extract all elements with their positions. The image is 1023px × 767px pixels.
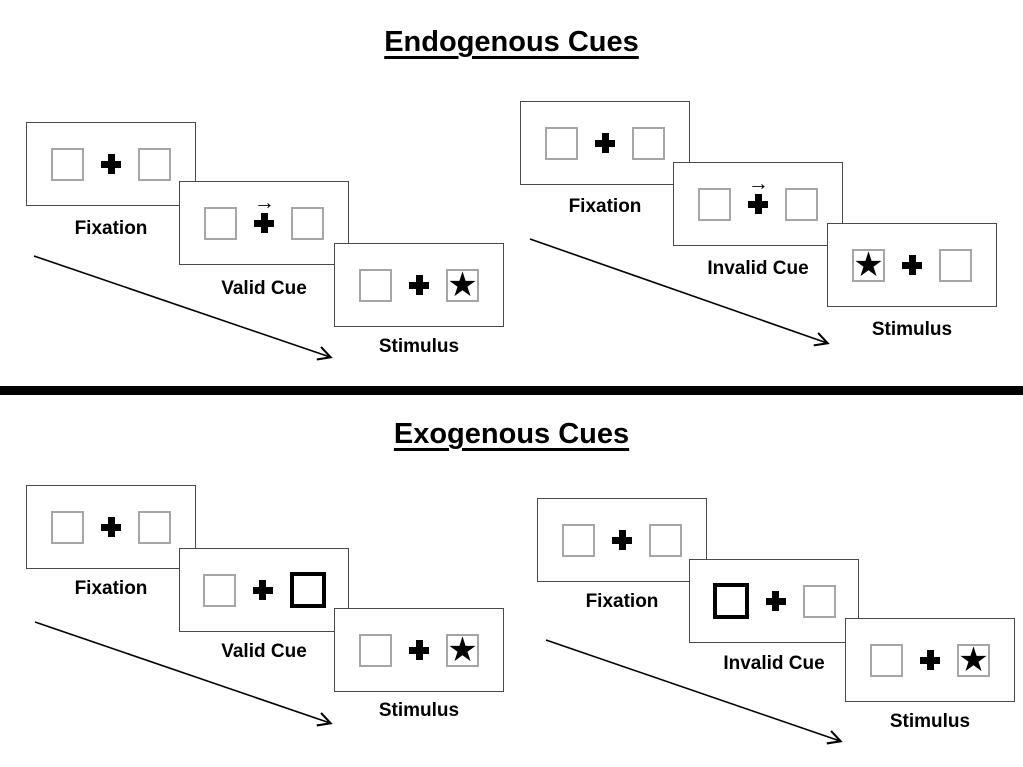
fixation-cross-wrap xyxy=(901,255,923,275)
left-placeholder-box xyxy=(359,633,392,667)
fixation-cross-wrap xyxy=(765,591,787,611)
fixation-cross-wrap xyxy=(919,650,941,670)
fixation-cross-icon xyxy=(595,133,615,153)
fixation-cross-icon xyxy=(254,213,274,233)
fixation-cross-wrap xyxy=(611,530,633,550)
screen-label-fixation: Fixation xyxy=(585,591,659,612)
right-placeholder-box: ★ xyxy=(957,640,990,679)
timeline-arrow-exogenous-valid xyxy=(34,621,333,727)
left-placeholder-box xyxy=(870,643,903,677)
screen-label-fixation: Fixation xyxy=(74,218,148,239)
exo-invalid-stimulus-screen: ★ xyxy=(845,618,1015,702)
endo-invalid-cue-screen: → xyxy=(673,162,843,246)
right-placeholder-box xyxy=(802,584,836,618)
right-placeholder-box xyxy=(291,206,324,240)
left-placeholder-box xyxy=(545,126,578,160)
screen-label-invalid-cue: Invalid Cue xyxy=(707,258,809,279)
right-placeholder-box xyxy=(939,248,972,282)
right-placeholder-box: ★ xyxy=(446,265,479,304)
section-divider xyxy=(0,386,1023,395)
fixation-cross-icon xyxy=(612,530,632,550)
endo-valid-cue-screen: → xyxy=(179,181,349,265)
screen-label-fixation: Fixation xyxy=(74,578,148,599)
timeline-arrow-endogenous-invalid xyxy=(529,238,830,347)
left-placeholder-box xyxy=(698,187,731,221)
star-icon: ★ xyxy=(853,245,884,284)
screen-label-stimulus: Stimulus xyxy=(889,711,971,732)
fixation-cross-wrap xyxy=(100,517,122,537)
exo-invalid-cue-screen xyxy=(689,559,859,643)
fixation-cross-icon xyxy=(409,640,429,660)
fixation-cross-wrap xyxy=(252,580,274,600)
endo-invalid-stimulus-screen: ★ xyxy=(827,223,997,307)
right-placeholder-box xyxy=(138,510,171,544)
fixation-cross-icon xyxy=(101,154,121,174)
star-icon: ★ xyxy=(447,630,478,669)
exogenous-section-title: Exogenous Cues xyxy=(393,418,630,450)
fixation-cross-wrap xyxy=(408,640,430,660)
fixation-cross-icon xyxy=(101,517,121,537)
right-placeholder-box xyxy=(649,523,682,557)
star-icon: ★ xyxy=(447,265,478,304)
fixation-cross-icon xyxy=(902,255,922,275)
endo-valid-stimulus-screen: ★ xyxy=(334,243,504,327)
screen-label-stimulus: Stimulus xyxy=(378,336,460,357)
fixation-cross-wrap: → xyxy=(253,192,275,233)
screen-label-fixation: Fixation xyxy=(568,196,642,217)
exo-valid-fixation-screen xyxy=(26,485,196,569)
fixation-cross-icon xyxy=(920,650,940,670)
exo-valid-stimulus-screen: ★ xyxy=(334,608,504,692)
screen-label-invalid-cue: Invalid Cue xyxy=(723,653,825,674)
endogenous-section-title: Endogenous Cues xyxy=(384,26,639,58)
left-placeholder-box xyxy=(204,206,237,240)
timeline-arrow-endogenous-valid xyxy=(33,255,333,361)
fixation-cross-wrap: → xyxy=(747,173,769,214)
screen-label-stimulus: Stimulus xyxy=(378,700,460,721)
cue-arrow-icon: → xyxy=(747,172,769,195)
endo-valid-fixation-screen xyxy=(26,122,196,206)
fixation-cross-icon xyxy=(765,591,786,611)
exo-valid-cue-screen xyxy=(179,548,349,632)
fixation-cross-wrap xyxy=(594,133,616,153)
exogenous-cue-box xyxy=(712,583,749,619)
fixation-cross-icon xyxy=(409,275,429,295)
cue-arrow-icon: → xyxy=(253,191,275,214)
star-icon: ★ xyxy=(958,640,989,679)
fixation-cross-wrap xyxy=(408,275,430,295)
left-placeholder-box xyxy=(51,510,84,544)
exo-invalid-fixation-screen xyxy=(537,498,707,582)
screen-label-valid-cue: Valid Cue xyxy=(221,278,307,299)
right-placeholder-box xyxy=(785,187,818,221)
endo-invalid-fixation-screen xyxy=(520,101,690,185)
right-placeholder-box xyxy=(632,126,665,160)
screen-label-valid-cue: Valid Cue xyxy=(221,641,307,662)
exogenous-cue-box xyxy=(289,572,326,608)
fixation-cross-icon xyxy=(252,580,273,600)
screen-label-stimulus: Stimulus xyxy=(871,319,953,340)
right-placeholder-box xyxy=(138,147,171,181)
left-placeholder-box xyxy=(202,573,236,607)
right-placeholder-box: ★ xyxy=(446,630,479,669)
fixation-cross-icon xyxy=(748,194,768,214)
left-placeholder-box xyxy=(359,268,392,302)
left-placeholder-box xyxy=(51,147,84,181)
fixation-cross-wrap xyxy=(100,154,122,174)
left-placeholder-box xyxy=(562,523,595,557)
left-placeholder-box: ★ xyxy=(852,245,885,284)
